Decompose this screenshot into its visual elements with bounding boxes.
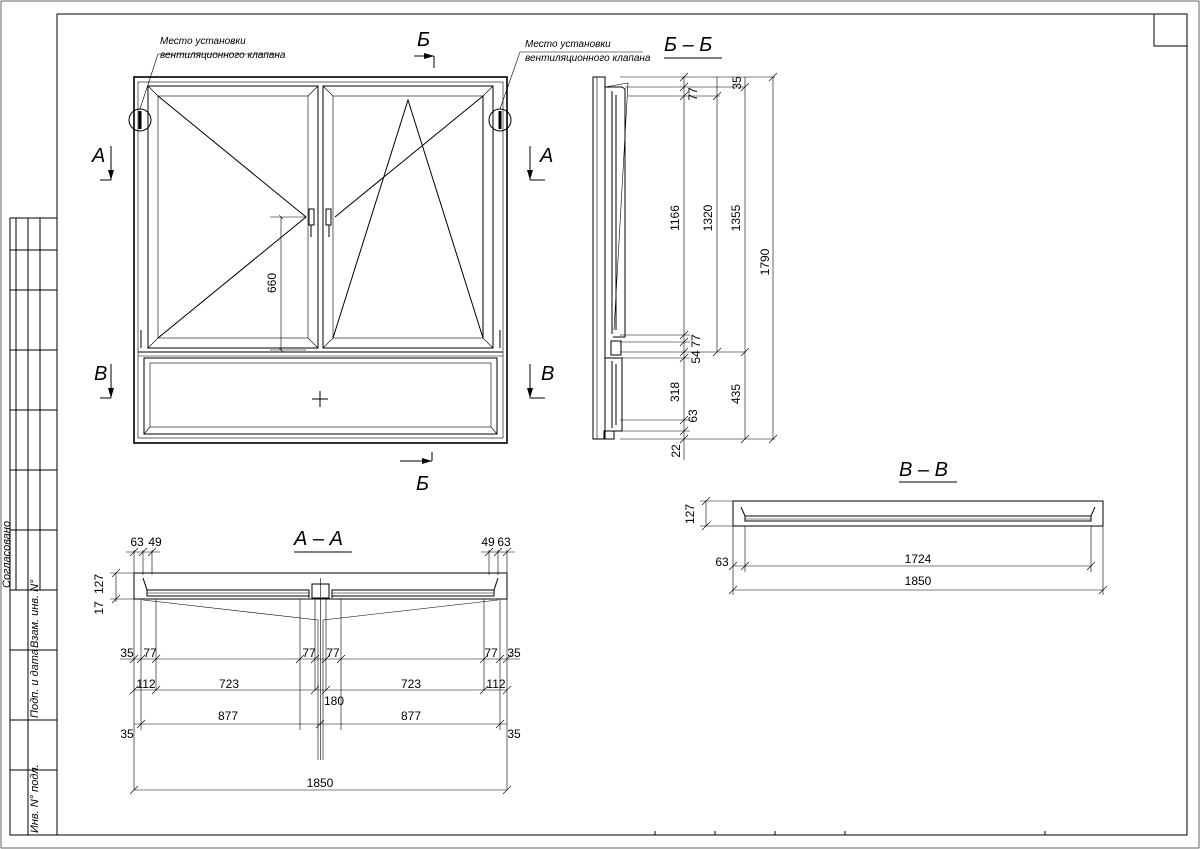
stamp-swap-inv: Взам. инв. N° [29, 579, 41, 648]
bb-dim-1320: 1320 [701, 204, 715, 231]
bb-dim-1166: 1166 [668, 205, 682, 231]
stamp-inv-orig: Инв. N° подл. [29, 764, 41, 833]
aa-dim-112-left: 112 [136, 677, 155, 691]
transom [143, 357, 498, 435]
aa-dim-1850: 1850 [307, 776, 334, 790]
marker-b-bottom: Б [416, 473, 429, 495]
vent-note-right-1: Место установки [525, 39, 611, 50]
aa-dim-35-right: 35 [507, 646, 521, 660]
marker-v-right: В [541, 363, 554, 385]
aa-dim-lines [110, 550, 520, 791]
bb-dim-35: 35 [730, 76, 744, 90]
corner-box [1153, 13, 1188, 47]
dim-660: 660 [265, 273, 279, 293]
right-sash [322, 85, 494, 349]
aa-dim-17: 17 [92, 601, 106, 615]
bb-dim-318: 318 [668, 382, 682, 402]
front-view: 660 [128, 51, 643, 444]
aa-dim-723-left: 723 [219, 677, 239, 691]
section-markers [100, 55, 545, 462]
vv-dim-63: 63 [715, 555, 729, 569]
bb-dim-54: 54 [689, 350, 703, 364]
right-opening-lines [334, 94, 484, 338]
vent-note-left-2: вентиляционного клапана [160, 50, 286, 61]
aa-dim-77-right: 77 [484, 646, 498, 660]
marker-v-left: В [94, 363, 107, 385]
marker-a-right: А [539, 145, 553, 167]
aa-dim-49-left: 49 [148, 535, 162, 549]
marker-b-top: Б [417, 29, 430, 51]
right-tilt-lines [332, 98, 484, 339]
aa-dim-112-right: 112 [486, 677, 505, 691]
aa-dim-35-bottom-left: 35 [120, 727, 134, 741]
vent-note-left-1: Место установки [160, 36, 246, 47]
vv-dim-1724: 1724 [905, 552, 932, 566]
bb-dim-22: 22 [669, 444, 683, 458]
bb-dim-435: 435 [729, 384, 743, 404]
aa-dim-77-center-right: 77 [326, 646, 340, 660]
vv-dim-127: 127 [683, 504, 697, 524]
aa-dim-877-right: 877 [401, 709, 421, 723]
aa-dim-35-left: 35 [120, 646, 134, 660]
aa-dim-63-right: 63 [497, 535, 511, 549]
aa-dim-63-left: 63 [130, 535, 144, 549]
aa-dim-877-left: 877 [218, 709, 238, 723]
vv-dim-1850: 1850 [905, 574, 932, 588]
stamp-sign-date: Подп. и дата [29, 649, 41, 718]
aa-dim-180: 180 [324, 694, 344, 708]
section-vv-title: В – В [899, 459, 948, 481]
aa-dim-35-bottom-right: 35 [507, 727, 521, 741]
stamp-agreed: Согласовано [1, 521, 13, 588]
right-handle [325, 208, 332, 226]
bb-dim-63: 63 [686, 409, 700, 423]
vent-note-right-2: вентиляционного клапана [525, 53, 651, 64]
left-stamp [9, 217, 58, 836]
left-handle [308, 208, 315, 226]
bb-dim-lines [620, 77, 775, 460]
aa-dim-127: 127 [92, 574, 106, 594]
marker-a-left: А [91, 145, 105, 167]
aa-dim-723-right: 723 [401, 677, 421, 691]
bb-dim-1790: 1790 [758, 248, 772, 275]
bb-dim-1355: 1355 [729, 204, 743, 231]
bottom-ticks [654, 831, 1046, 835]
left-sash [147, 85, 319, 349]
section-bb-title: Б – Б [664, 34, 712, 56]
aa-dim-49-right: 49 [481, 535, 495, 549]
bb-dim-77-bottom: 77 [689, 334, 703, 348]
section-aa-title: А – А [293, 528, 343, 550]
outer-window-frame [133, 76, 508, 444]
bb-dim-77-top: 77 [686, 87, 700, 101]
aa-dim-77-left: 77 [143, 646, 157, 660]
aa-dim-77-center-left: 77 [302, 646, 316, 660]
section-bb [592, 76, 629, 440]
section-vv [732, 500, 1104, 527]
section-aa [133, 572, 508, 760]
